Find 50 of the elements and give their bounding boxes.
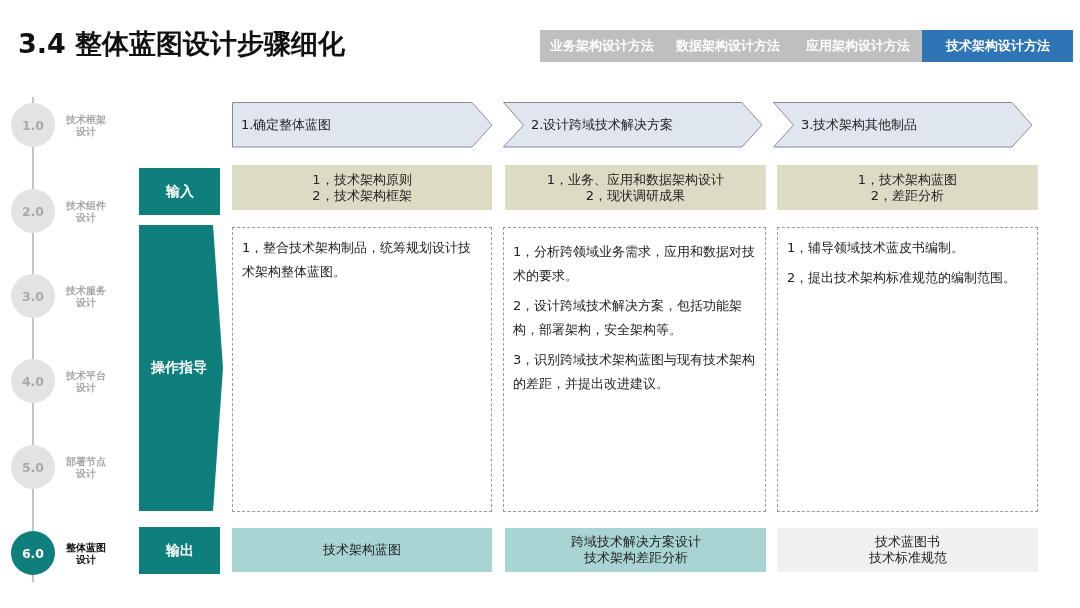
step-label: 技术平台设计 [65,370,107,394]
tab: 技术架构设计方法 [922,30,1073,62]
step-text: 1.确定整体蓝图 [241,116,332,134]
timeline-line [32,488,34,532]
step-text: 2.设计跨域技术解决方案 [531,116,674,134]
header-text: 操作指导 [151,359,207,377]
input-cell [505,165,766,210]
cell-text: 2，技术架构框架 [312,187,412,204]
cell-text: 技术标准规范 [868,550,947,566]
step-label: 技术组件设计 [65,200,107,224]
cell-text: 1，技术架构蓝图 [857,171,958,188]
timeline-line [32,317,34,360]
guide-cell [232,227,492,512]
paragraph: 2，提出技术架构标准规范的编制范围。 [787,269,1018,287]
row-header: 输入 [139,168,220,215]
cell-text: 技术蓝图书 [875,534,940,550]
output-cell [505,528,766,572]
cell-text: 2，现状调研成果 [585,187,686,204]
paragraph: 2，设计跨域技术解决方案，包括功能架构，部署架构，安全架构等。 [513,297,744,339]
input-cell [232,165,492,210]
cell-text: 1，技术架构原则 [312,171,412,188]
timeline-line [32,232,34,275]
paragraph: 3，识别跨域技术架构蓝图与现有技术架构的差距，并提出改进建议。 [513,351,757,393]
cell-text: 2，差距分析 [870,187,945,204]
paragraph: 1，整合技术架构制品，统筹规划设计技术架构整体蓝图。 [242,239,473,281]
cell-text: 技术架构差距分析 [583,550,688,566]
cell-text: 跨域技术解决方案设计 [570,534,701,550]
tab: 数据架构设计方法 [663,30,793,62]
tab: 业务架构设计方法 [540,30,663,62]
cell-text: 1，业务、应用和数据架构设计 [546,171,725,188]
chevron-step [773,102,1033,148]
row-header: 输出 [139,527,220,574]
step-label: 整体蓝图设计 [65,542,107,566]
page-title: 3.4 整体蓝图设计步骤细化 [18,27,346,61]
step-label: 部署节点设计 [65,456,107,480]
output-cell: 技术架构蓝图 [232,528,492,572]
timeline-line [32,146,34,190]
timeline-line [32,402,34,446]
input-cell [777,165,1038,210]
step-text: 3.技术架构其他制品 [801,116,918,134]
guide-cell [777,227,1038,512]
tab: 应用架构设计方法 [793,30,922,62]
chevron-step [503,102,763,148]
step-label: 技术框架设计 [65,114,107,138]
step-label: 技术服务设计 [65,285,107,309]
row-header [139,225,223,511]
guide-cell [503,227,766,512]
paragraph: 1，分析跨领域业务需求，应用和数据对技术的要求。 [513,243,757,285]
paragraph: 1，辅导领域技术蓝皮书编制。 [787,239,966,257]
chevron-step [232,102,493,148]
